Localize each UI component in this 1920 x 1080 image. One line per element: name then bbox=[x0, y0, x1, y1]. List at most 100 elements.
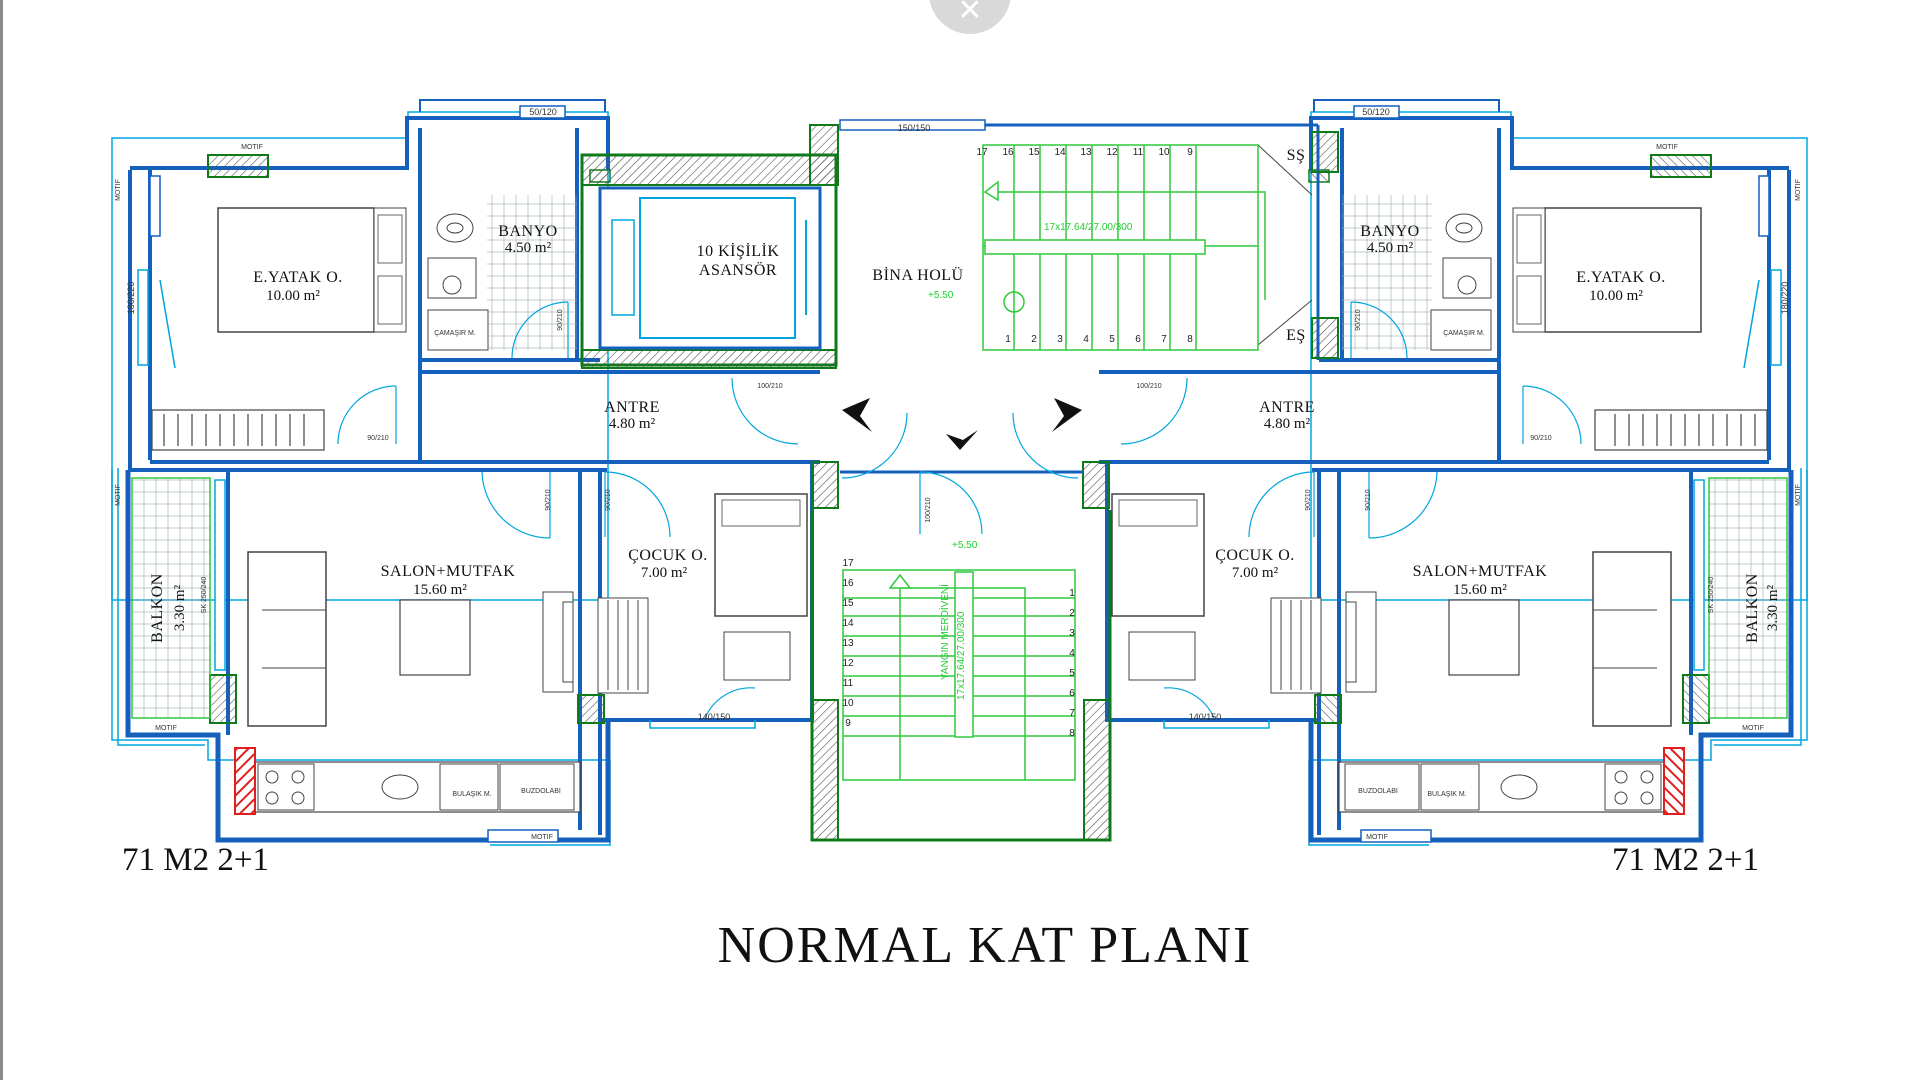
right-unit-label: 71 M2 2+1 bbox=[1612, 842, 1759, 878]
right-balcony-door-dim: SK 250/240 bbox=[1708, 577, 1715, 614]
stair-step: 17 bbox=[976, 147, 988, 158]
stair-step: 6 bbox=[1069, 688, 1075, 699]
fire-stair-label: YANGIN MERDİVENİ bbox=[938, 584, 951, 680]
stair-top-numbers: 17 16 15 14 13 12 11 10 9 bbox=[976, 147, 1193, 158]
left-laundry-label: ÇAMAŞIR M. bbox=[434, 330, 476, 337]
stair-step: 5 bbox=[1109, 334, 1115, 345]
left-master-bedroom-name: E.YATAK O. bbox=[253, 269, 343, 286]
shaft-dirty-label: EŞ bbox=[1286, 327, 1306, 344]
right-window-child-dim: 140/150 bbox=[1189, 712, 1222, 722]
stair-step: 2 bbox=[1069, 608, 1075, 619]
elevator-label-line2: ASANSÖR bbox=[699, 261, 777, 279]
stair-step: 15 bbox=[1028, 147, 1040, 158]
left-balcony-area: 3.30 m² bbox=[172, 584, 188, 631]
right-motif-top: MOTIF bbox=[1656, 144, 1678, 151]
right-door-entry-dim: 100/210 bbox=[1136, 383, 1161, 390]
stair-step: 1 bbox=[1005, 334, 1011, 345]
stair-step: 12 bbox=[1106, 147, 1118, 158]
right-living-kitchen-area: 15.60 m² bbox=[1453, 582, 1507, 598]
stair-step: 14 bbox=[1054, 147, 1066, 158]
stair-step: 8 bbox=[1069, 728, 1075, 739]
left-motif-side: MOTIF bbox=[115, 179, 122, 201]
right-fridge-label: BUZDOLABI bbox=[1358, 788, 1398, 795]
stair-step: 16 bbox=[1002, 147, 1014, 158]
stair-step: 4 bbox=[1083, 334, 1089, 345]
right-child-room-area: 7.00 m² bbox=[1232, 565, 1279, 581]
left-child-room-area: 7.00 m² bbox=[641, 565, 688, 581]
stair-step: 5 bbox=[1069, 668, 1075, 679]
stair-step: 2 bbox=[1031, 334, 1037, 345]
stair-step: 8 bbox=[1187, 334, 1193, 345]
right-door-bed-dim: 90/210 bbox=[1530, 435, 1552, 442]
elevator-label-line1: 10 KİŞİLİK bbox=[697, 242, 780, 260]
right-motif-side: MOTIF bbox=[1795, 179, 1802, 201]
right-entrance-name: ANTRE bbox=[1259, 399, 1315, 416]
right-motif-bottom: MOTIF bbox=[1742, 725, 1764, 732]
fire-stair-left-numbers: 17 16 15 14 13 12 11 10 9 bbox=[842, 558, 854, 729]
stair-step: 12 bbox=[842, 658, 854, 669]
stair-step: 6 bbox=[1135, 334, 1141, 345]
close-icon: ✕ bbox=[957, 0, 983, 28]
fire-door-dim: 100/210 bbox=[925, 497, 932, 522]
plan-title: NORMAL KAT PLANI bbox=[718, 917, 1253, 974]
right-dishwasher-label: BULAŞIK M. bbox=[1427, 791, 1466, 798]
shaft-clean-label: SŞ bbox=[1287, 147, 1306, 164]
unit-right bbox=[1099, 99, 1808, 846]
stair-step: 7 bbox=[1069, 708, 1075, 719]
stair-step: 11 bbox=[843, 678, 854, 689]
hall-level: +5.50 bbox=[928, 290, 954, 301]
stair-step: 13 bbox=[1080, 147, 1092, 158]
left-motif-balcony: MOTIF bbox=[115, 484, 122, 506]
left-unit-label: 71 M2 2+1 bbox=[122, 842, 269, 878]
fire-stair-level: +5.50 bbox=[952, 540, 978, 551]
right-door-bath-dim: 90/210 bbox=[1355, 309, 1362, 331]
fire-stair-dims: 17x17.64/27.00/300 bbox=[956, 611, 967, 700]
left-entrance-area: 4.80 m² bbox=[609, 416, 656, 432]
left-window-child-dim: 140/150 bbox=[698, 712, 731, 722]
left-door-bath-dim: 90/210 bbox=[557, 309, 564, 331]
left-bathroom-area: 4.50 m² bbox=[505, 240, 552, 256]
stair-step: 3 bbox=[1069, 628, 1075, 639]
left-bathroom-name: BANYO bbox=[498, 223, 557, 240]
stair-step: 17 bbox=[842, 558, 854, 569]
stair-step: 10 bbox=[842, 698, 854, 709]
left-entrance-name: ANTRE bbox=[604, 399, 660, 416]
left-motif-top: MOTIF bbox=[241, 144, 263, 151]
stair-dims: 17x17.64/27.00/300 bbox=[1044, 222, 1133, 233]
right-motif-balcony: MOTIF bbox=[1795, 484, 1802, 506]
right-master-bedroom-area: 10.00 m² bbox=[1589, 288, 1643, 304]
left-child-room-name: ÇOCUK O. bbox=[628, 547, 708, 564]
left-door-child-dim: 90/210 bbox=[605, 489, 612, 511]
right-living-kitchen-name: SALON+MUTFAK bbox=[1413, 563, 1548, 580]
stair-step: 13 bbox=[842, 638, 854, 649]
right-window-side-dim: 180/220 bbox=[1780, 282, 1790, 315]
right-door-child-dim: 90/210 bbox=[1305, 489, 1312, 511]
left-balcony-door-dim: SK 250/240 bbox=[201, 577, 208, 614]
left-window-top-dim: 50/120 bbox=[529, 107, 557, 117]
right-balcony-name: BALKON bbox=[1744, 573, 1761, 643]
right-child-room-name: ÇOCUK O. bbox=[1215, 547, 1295, 564]
unit-left bbox=[111, 99, 820, 846]
left-balcony-name: BALKON bbox=[149, 573, 166, 643]
stair-bottom-numbers: 1 2 3 4 5 6 7 8 bbox=[1005, 334, 1193, 345]
right-window-top-dim: 50/120 bbox=[1362, 107, 1390, 117]
left-dishwasher-label: BULAŞIK M. bbox=[452, 791, 491, 798]
stair-step: 16 bbox=[842, 578, 854, 589]
right-motif-kitchen: MOTIF bbox=[1366, 834, 1388, 841]
left-living-kitchen-area: 15.60 m² bbox=[413, 582, 467, 598]
left-window-side-dim: 180/220 bbox=[126, 282, 136, 315]
stair-step: 3 bbox=[1057, 334, 1063, 345]
left-living-kitchen-name: SALON+MUTFAK bbox=[381, 563, 516, 580]
stair-step: 10 bbox=[1158, 147, 1170, 158]
stair-step: 1 bbox=[1069, 588, 1075, 599]
left-motif-bottom: MOTIF bbox=[155, 725, 177, 732]
left-fridge-label: BUZDOLABI bbox=[521, 788, 561, 795]
hall-name: BİNA HOLÜ bbox=[872, 266, 963, 284]
stair-step: 4 bbox=[1069, 648, 1075, 659]
right-master-bedroom-name: E.YATAK O. bbox=[1576, 269, 1666, 286]
page-border bbox=[0, 0, 3, 1080]
stair-step: 9 bbox=[1187, 147, 1193, 158]
left-master-bedroom-area: 10.00 m² bbox=[266, 288, 320, 304]
stair-step: 11 bbox=[1133, 147, 1144, 158]
